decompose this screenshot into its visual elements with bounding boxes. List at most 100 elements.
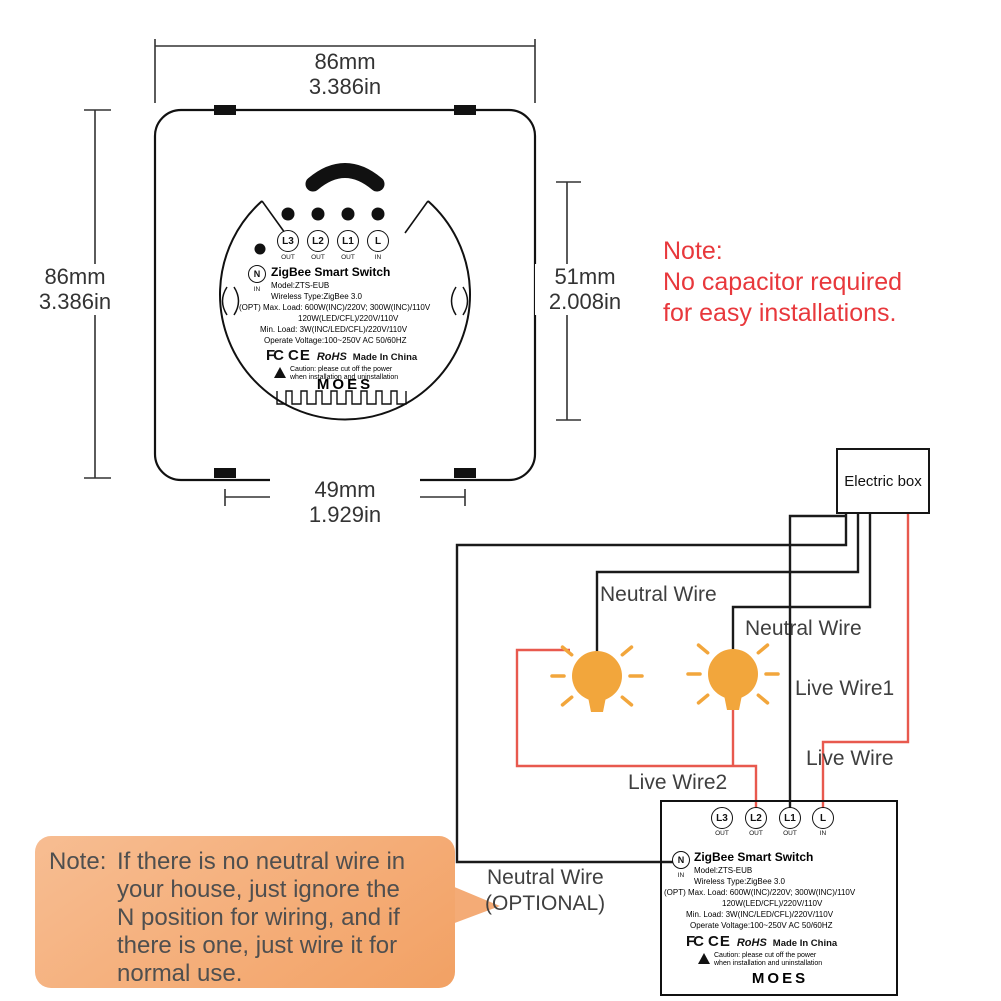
operate-voltage: Operate Voltage:100~250V AC 50/60HZ (690, 921, 833, 930)
neutral-wire-bulb2-path (731, 510, 872, 650)
wireless-type: Wireless Type:ZigBee 3.0 (271, 292, 363, 301)
note-orange-label: Note: (49, 848, 107, 875)
load-2: 120W(LED/CFL)/220V/110V (298, 314, 399, 323)
note-no-capacitor: Note: No capacitor required for easy ins… (663, 236, 902, 329)
rohs-mark: RoHS (736, 937, 767, 949)
product-title: ZigBee Smart Switch (694, 850, 814, 864)
electric-box: Electric box (836, 448, 930, 514)
terminal-l-dir: IN (374, 254, 382, 261)
brand-logo: MOES (316, 376, 374, 393)
terminal-screw (281, 207, 295, 221)
terminal-screw (311, 207, 325, 221)
note-red-title: Note: (663, 237, 723, 265)
wired-switch-outline (660, 800, 898, 996)
light-bulb-icon (686, 643, 780, 712)
terminal-l1: L1 (779, 807, 801, 829)
mounting-tab (454, 105, 476, 115)
terminal-l: L (812, 807, 834, 829)
side-clip-left (221, 286, 240, 316)
note-bubble-tail (452, 886, 500, 924)
mounting-tab (214, 105, 236, 115)
neutral-wire-bulb1-path (595, 510, 860, 652)
brand-logo: MOES (751, 970, 809, 987)
terminal-l3: L3 (277, 230, 299, 252)
ce-mark-icon: CE (708, 933, 731, 950)
wire-clamp (305, 163, 385, 192)
module-body-circle (219, 200, 471, 421)
fixing-hole (254, 243, 266, 255)
model-number: Model:ZTS-EUB (271, 281, 330, 290)
ce-mark-icon: CE (288, 347, 311, 364)
dimension-lines (84, 39, 581, 506)
label-live-wire-2: Live Wire2 (628, 771, 728, 794)
terminal-n-dir: IN (253, 286, 261, 293)
made-in-china: Made In China (352, 352, 418, 363)
note-orange-line: your house, just ignore the (117, 876, 400, 903)
caution-line2: when installation and uninstallation (290, 374, 399, 381)
terminal-l2-dir: OUT (749, 830, 763, 837)
dim-top-mm: 86mm (314, 49, 376, 74)
label-neutral-optional-2: (OPTIONAL) (485, 892, 606, 915)
load-2: 120W(LED/CFL)/220V/110V (722, 899, 823, 908)
neutral-wire-optional-path (455, 510, 848, 864)
model-number: Model:ZTS-EUB (694, 866, 753, 875)
note-no-neutral-wire: Note: If there is no neutral wire in you… (35, 836, 455, 988)
note-orange-line: N position for wiring, and if (117, 904, 400, 931)
terminal-l2-dir: OUT (311, 254, 325, 261)
terminal-notch (261, 200, 429, 234)
rohs-mark: RoHS (316, 351, 347, 363)
dim-right-mm: 51mm (535, 264, 635, 290)
note-red-line2: for easy installations. (663, 299, 897, 327)
warning-triangle-icon (274, 367, 286, 378)
terminal-screw (341, 207, 355, 221)
terminal-l: L (367, 230, 389, 252)
terminal-l1-dir: OUT (783, 830, 797, 837)
label-neutral-wire-2: Neutral Wire (745, 617, 862, 640)
terminal-l3-dir: OUT (281, 254, 295, 261)
live-wire1-path (788, 514, 846, 812)
terminal-l1: L1 (337, 230, 359, 252)
operate-voltage: Operate Voltage:100~250V AC 50/60HZ (264, 336, 407, 345)
mounting-tab (454, 468, 476, 478)
live-wire2-path (515, 648, 758, 812)
neutral-wires (455, 510, 872, 864)
fcc-mark-icon: FC (266, 347, 284, 364)
terminal-l3-dir: OUT (715, 830, 729, 837)
live-wires (515, 510, 910, 812)
product-title: ZigBee Smart Switch (271, 265, 391, 279)
terminal-l3: L3 (711, 807, 733, 829)
terminal-n: N (248, 265, 266, 283)
wireless-type: Wireless Type:ZigBee 3.0 (694, 877, 786, 886)
heatsink-scallops (276, 390, 407, 405)
dim-bottom-mm: 49mm (270, 477, 420, 503)
max-load: (OPT) Max. Load: 600W(INC)/220V; 300W(IN… (664, 888, 856, 897)
dim-left-mm: 86mm (20, 264, 130, 290)
terminal-l1-dir: OUT (341, 254, 355, 261)
caution-text: Caution: please cut off the power when i… (714, 952, 822, 968)
certification-row: FC CE RoHS Made In China (266, 347, 417, 364)
dim-left-inch: 3.386in (20, 289, 130, 315)
light-bulb-icon (550, 645, 644, 714)
fcc-mark-icon: FC (686, 933, 704, 950)
note-orange-line: If there is no neutral wire in (117, 848, 406, 875)
label-neutral-optional-1: Neutral Wire (487, 866, 604, 889)
warning-triangle-icon (698, 953, 710, 964)
electric-box-label: Electric box (844, 472, 922, 490)
caution-line2: when installation and uninstallation (714, 960, 823, 967)
dim-bottom-inch: 1.929in (270, 502, 420, 528)
terminal-l2: L2 (745, 807, 767, 829)
terminal-l2: L2 (307, 230, 329, 252)
note-orange-line: normal use. (117, 960, 243, 987)
caution-line1: Caution: please cut off the power (290, 366, 393, 373)
dim-right-inch: 2.008in (535, 289, 635, 315)
max-load: (OPT) Max. Load: 600W(INC)/220V; 300W(IN… (239, 303, 431, 312)
live-wire-in-path (821, 510, 910, 812)
caution-line1: Caution: please cut off the power (714, 952, 817, 959)
side-clip-right (450, 286, 469, 316)
dimension-line-top (154, 39, 536, 103)
terminal-n-dir: IN (677, 872, 685, 879)
caution-row: Caution: please cut off the power when i… (698, 952, 822, 968)
terminal-l-dir: IN (819, 830, 827, 837)
